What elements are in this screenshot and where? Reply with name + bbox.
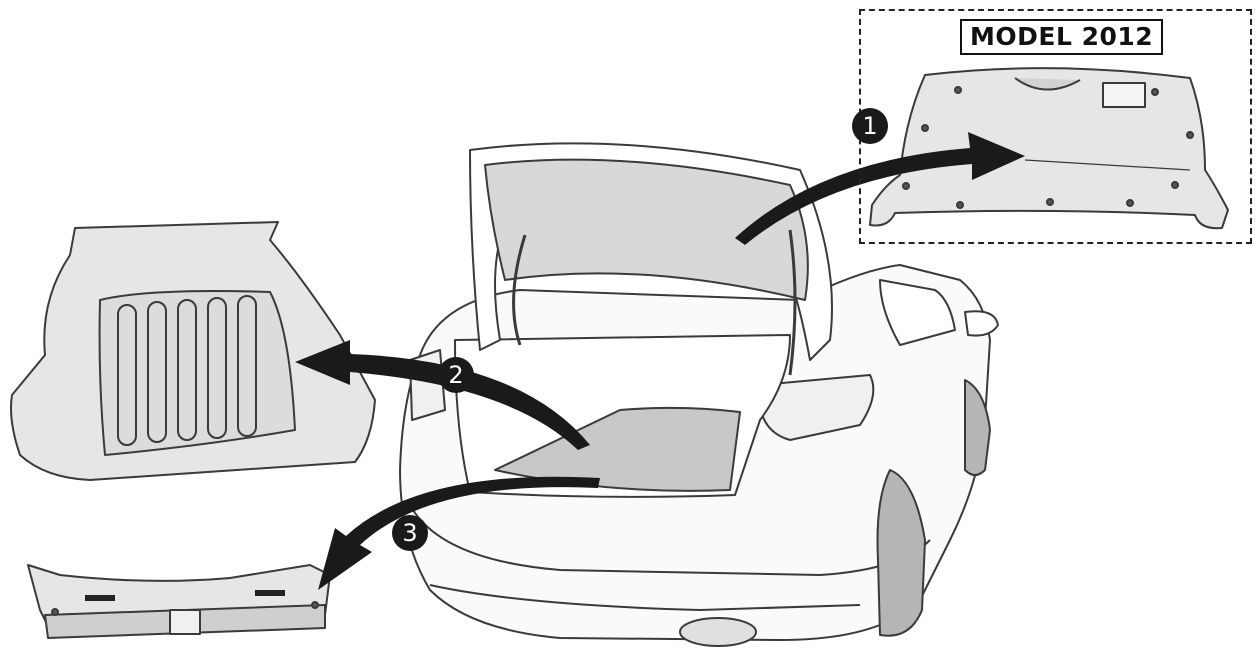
mat-rib: [147, 301, 167, 443]
trunk-lid-trim-panel: [869, 67, 1229, 230]
trim-handle-recess: [1014, 77, 1081, 91]
trim-clip: [1126, 199, 1134, 207]
sill-trim-latch: [169, 609, 201, 635]
trim-panel-shape: [869, 67, 1229, 230]
trim-clip: [902, 182, 910, 190]
rear-tire: [876, 469, 926, 637]
trim-clip: [921, 124, 929, 132]
side-window: [879, 279, 956, 346]
exhaust-pipe: [679, 617, 757, 647]
mat-rib: [207, 297, 227, 439]
trim-clip: [1186, 131, 1194, 139]
luggage-mat: [10, 221, 376, 481]
trim-clip: [954, 86, 962, 94]
step-2-badge: 2: [438, 357, 474, 393]
trim-clip: [1151, 88, 1159, 96]
trim-panel-crease: [1024, 159, 1191, 171]
arrow-step-1: [735, 132, 1025, 245]
mat-rib: [237, 295, 257, 437]
trim-clip: [956, 201, 964, 209]
trim-clip: [1046, 198, 1054, 206]
trim-clip: [1171, 181, 1179, 189]
luggage-mat-center-panel: [98, 290, 296, 456]
step-3-badge: 3: [392, 515, 428, 551]
trim-latch-cover: [1102, 82, 1146, 108]
sill-trim-vent: [85, 595, 115, 601]
mat-rib: [117, 304, 137, 446]
bumper-lower-line: [429, 584, 861, 611]
car-illustration: [399, 142, 999, 647]
mat-rib: [177, 299, 197, 441]
sill-trim-clip: [51, 608, 59, 616]
trunk-lid-inner-panel: [484, 158, 809, 301]
removal-arrows: [295, 132, 1025, 590]
front-tire: [964, 379, 991, 476]
trunk-hinge: [512, 234, 527, 346]
sill-trim-clip: [311, 601, 319, 609]
model-label: MODEL 2012: [960, 19, 1164, 55]
side-mirror: [964, 310, 999, 337]
sill-trim-vent: [255, 590, 285, 596]
arrow-step-2: [295, 340, 590, 450]
trunk-hinge: [788, 229, 797, 376]
step-1-badge: 1: [852, 108, 888, 144]
trunk-sill-trim: [27, 564, 331, 639]
